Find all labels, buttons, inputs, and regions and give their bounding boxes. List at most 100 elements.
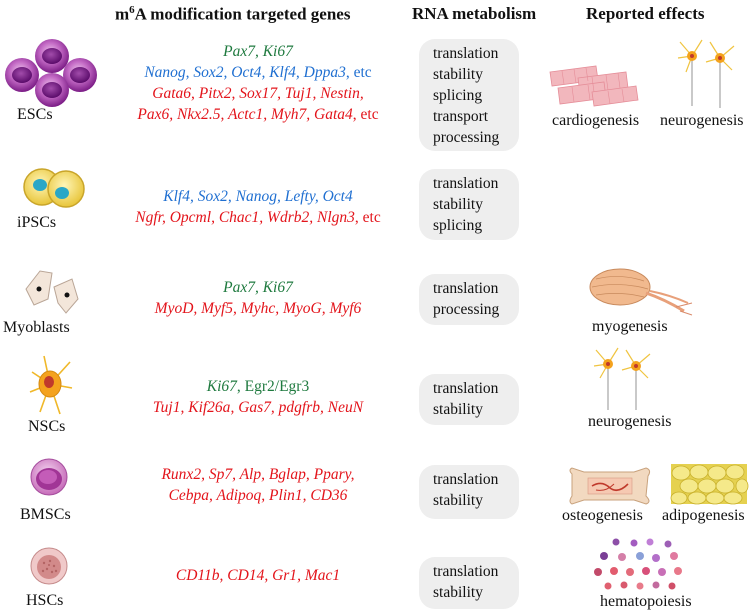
hsc-cell-icon (30, 547, 68, 585)
gene-token: , (263, 106, 271, 123)
gene-token: CD36 (310, 487, 348, 504)
gene-token: , (180, 399, 189, 416)
gene-token: Sox17 (239, 85, 278, 102)
gene-token: , (261, 487, 270, 504)
gene-token: Bglap (268, 466, 306, 483)
gene-token: , (209, 487, 217, 504)
genes-hscs: CD11b, CD14, Gr1, Mac1 (108, 565, 408, 586)
gene-token: Wdrb2 (267, 209, 310, 226)
cell-label-escs: ESCs (17, 106, 53, 123)
rna-process-item: splicing (433, 217, 483, 234)
gene-token: , (191, 85, 199, 102)
rna-process-item: processing (433, 301, 500, 318)
gene-token: Actc1 (227, 106, 264, 123)
gene-token: CD14 (227, 567, 265, 584)
neuron-icon-nscs (593, 347, 651, 410)
gene-token: Gr1 (272, 567, 298, 584)
esc-cluster-icon (5, 39, 97, 107)
gene-token: Ki67 (262, 43, 293, 60)
gene-token: Oct4 (322, 188, 353, 205)
gene-token: Pax6 (137, 106, 170, 123)
effect-adipogenesis: adipogenesis (662, 507, 745, 524)
blood-cells-icon (594, 538, 682, 590)
gene-token: , (295, 64, 304, 81)
gene-token: Dppa3 (303, 64, 346, 81)
gene-token: , (261, 64, 270, 81)
myoblast-cells-icon (25, 270, 79, 314)
gene-token: Ki67 (262, 279, 293, 296)
gene-token: , (233, 300, 241, 317)
rna-process-item: translation (433, 563, 499, 580)
gene-token: , (254, 279, 263, 296)
rna-process-item: translation (433, 175, 499, 192)
gene-token: Runx2 (161, 466, 202, 483)
effect-hematopoiesis: hematopoiesis (600, 593, 692, 610)
gene-token: Tuj1 (152, 399, 181, 416)
gene-token: , (193, 300, 202, 317)
gene-token: , (297, 567, 305, 584)
rna-process-item: stability (433, 401, 483, 418)
cell-label-bmscs: BMSCs (20, 506, 71, 523)
gene-token: Adipoq (216, 487, 262, 504)
rna-process-item: processing (433, 129, 500, 146)
gene-token: Ppary (313, 466, 351, 483)
gene-token: , (275, 300, 283, 317)
rna-process-item: stability (433, 66, 483, 83)
gene-token: , (270, 399, 279, 416)
gene-token: Gata6 (152, 85, 192, 102)
bone-icon (569, 467, 651, 505)
gene-line: Tuj1, Kif26a, Gas7, pdgfrb, NeuN (108, 397, 408, 418)
gene-token: Oct4 (231, 64, 262, 81)
rna-box-ipscs: translation stability splicing (419, 169, 519, 240)
gene-token: , (320, 399, 328, 416)
gene-token: Gas7 (238, 399, 271, 416)
gene-line: MyoD, Myf5, Myhc, MyoG, Myf6 (108, 298, 408, 319)
gene-token: , (264, 567, 273, 584)
gene-token: NeuN (327, 399, 364, 416)
gene-token: Myhc (240, 300, 276, 317)
gene-token: Lefty (284, 188, 315, 205)
gene-line: Cebpa, Adipoq, Plin1, CD36 (108, 485, 408, 506)
gene-token: Nanog (144, 64, 186, 81)
gene-line: Klf4, Sox2, Nanog, Lefty, Oct4 (108, 186, 408, 207)
gene-line: CD11b, CD14, Gr1, Mac1 (108, 565, 408, 586)
gene-token: Tuj1 (284, 85, 313, 102)
gene-token: , (359, 85, 364, 102)
gene-token: , (276, 188, 285, 205)
gene-token: , (254, 43, 263, 60)
gene-token: , (302, 487, 311, 504)
gene-token: Kif26a (188, 399, 231, 416)
gene-token: , (185, 64, 194, 81)
gene-line: Ngfr, Opcml, Chac1, Wdrb2, Nlgn3, etc (108, 207, 408, 228)
rna-process-item: stability (433, 196, 483, 213)
gene-token: , (261, 466, 269, 483)
gene-token: Ngfr (135, 209, 162, 226)
gene-token: Klf4 (269, 64, 296, 81)
gene-token: , etc (354, 209, 381, 226)
gene-token: Opcml (169, 209, 212, 226)
rna-process-item: translation (433, 380, 499, 397)
rna-process-item: transport (433, 108, 489, 125)
gene-token: , (232, 466, 240, 483)
cell-label-nscs: NSCs (28, 418, 66, 435)
gene-line: Nanog, Sox2, Oct4, Klf4, Dppa3, etc (108, 62, 408, 83)
gene-line: Pax7, Ki67 (108, 277, 408, 298)
gene-token: , (223, 64, 232, 81)
gene-token: , (211, 209, 219, 226)
header-m6a: m6A modification targeted genes (115, 4, 351, 24)
gene-line: Pax7, Ki67 (108, 41, 408, 62)
gene-token: , (321, 300, 330, 317)
header-rna-metabolism: RNA metabolism (412, 4, 537, 23)
cardiomyocyte-icon (549, 65, 639, 107)
gene-token: Plin1 (269, 487, 303, 504)
gene-token: , etc (345, 64, 372, 81)
gene-token: Sox2 (197, 188, 228, 205)
gene-token: , (201, 466, 209, 483)
effect-myogenesis: myogenesis (592, 318, 668, 335)
gene-token: Myf5 (201, 300, 234, 317)
